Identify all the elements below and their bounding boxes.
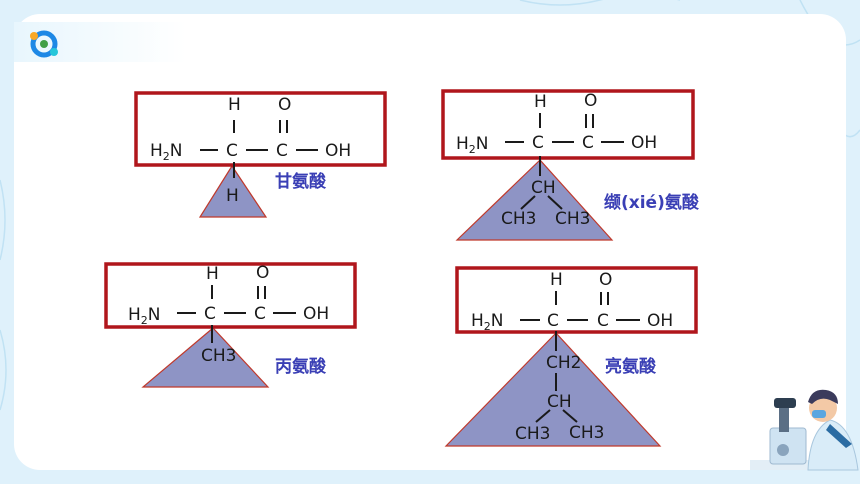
r-group-line: CH3: [555, 209, 590, 229]
slide-panel: [14, 14, 846, 470]
r-group-triangle: [455, 159, 614, 241]
alpha-carbon: C: [204, 304, 216, 324]
amino-acid-name: 缬(xié)氨酸: [604, 192, 700, 213]
amino-acid-name: 甘氨酸: [275, 171, 327, 192]
molecule-leucine: H O H2N C C OH CH2 CH CH3 CH3 亮氨酸: [444, 266, 698, 447]
bond: [520, 195, 536, 210]
r-group-triangle: [141, 327, 270, 388]
carboxyl-carbon: C: [254, 304, 266, 324]
alpha-h-atom: H: [550, 270, 563, 290]
hydroxyl-group: OH: [631, 133, 657, 153]
carbonyl-o-atom: O: [599, 270, 612, 290]
carboxyl-carbon: C: [276, 141, 288, 161]
amino-acid-name: 丙氨酸: [275, 356, 327, 377]
bond: [562, 409, 578, 423]
logo-bar: [14, 22, 186, 62]
hydroxyl-group: OH: [647, 311, 673, 331]
r-group-line: CH2: [546, 353, 581, 373]
amino-acid-name: 亮氨酸: [605, 356, 657, 377]
backbone-frame: [441, 89, 695, 160]
r-group-line: CH: [547, 392, 572, 412]
r-group-triangle: [444, 332, 662, 447]
bond: [535, 409, 551, 423]
alpha-h-atom: H: [206, 264, 219, 284]
r-group-line: CH3: [569, 423, 604, 443]
r-group-line: H: [226, 186, 239, 206]
scientist-microscope-icon: [750, 389, 859, 471]
backbone-frame: [104, 262, 357, 329]
r-group-triangle: [198, 164, 268, 218]
carbonyl-o-atom: O: [584, 91, 597, 111]
hydroxyl-group: OH: [325, 141, 351, 161]
amino-group: H2N: [150, 141, 183, 163]
hydroxyl-group: OH: [303, 304, 329, 324]
bond: [547, 195, 563, 210]
carboxyl-carbon: C: [597, 311, 609, 331]
alpha-h-atom: H: [534, 92, 547, 112]
amino-group: H2N: [471, 311, 504, 333]
molecule-valine: H O H2N C C OH CH CH3 CH3 缬(xié)氨酸: [441, 89, 700, 241]
molecule-logo-icon: [30, 30, 58, 58]
backbone-frame: [455, 266, 698, 334]
r-group-line: CH3: [501, 209, 536, 229]
alpha-h-atom: H: [228, 95, 241, 115]
alpha-carbon: C: [226, 141, 238, 161]
carbonyl-o-atom: O: [278, 95, 291, 115]
alpha-carbon: C: [532, 133, 544, 153]
r-group-line: CH3: [515, 424, 550, 444]
amino-group: H2N: [128, 305, 161, 327]
alpha-carbon: C: [547, 311, 559, 331]
molecule-alanine: H O H2N C C OH CH3 丙氨酸: [104, 262, 357, 388]
amino-group: H2N: [456, 134, 489, 156]
molecule-glycine: H O H2N C C OH H 甘氨酸: [134, 91, 387, 218]
carboxyl-carbon: C: [582, 133, 594, 153]
r-group-line: CH3: [201, 346, 236, 366]
carbonyl-o-atom: O: [256, 263, 269, 283]
r-group-line: CH: [531, 178, 556, 198]
backbone-frame: [134, 91, 387, 167]
